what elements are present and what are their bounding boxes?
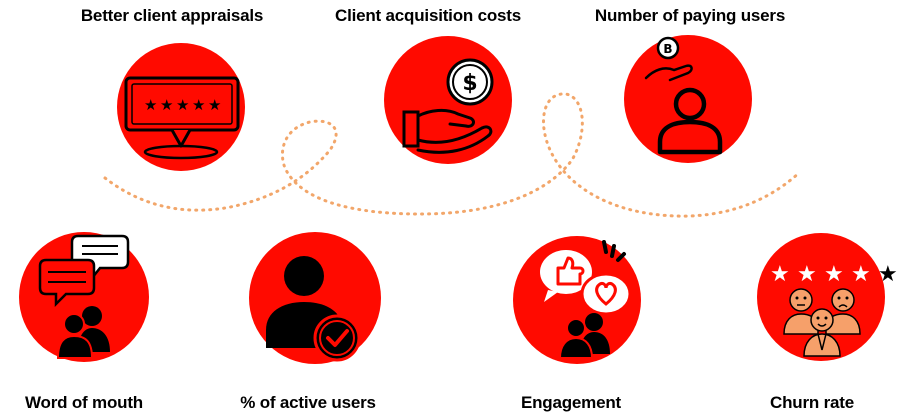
label-better-client-appraisals: Better client appraisals [80,6,264,25]
svg-text:★: ★ [797,262,817,287]
svg-text:★: ★ [851,262,871,287]
svg-text:★: ★ [878,262,898,287]
label-word-of-mouth: Word of mouth [25,393,143,412]
svg-text:★: ★ [208,96,221,114]
svg-text:★: ★ [176,96,189,114]
svg-text:$: $ [462,71,477,96]
svg-text:★: ★ [144,96,157,114]
label-churn-rate: Churn rate [770,393,854,412]
svg-text:★: ★ [160,96,173,114]
svg-text:B: B [663,42,672,56]
svg-text:★: ★ [824,262,844,287]
svg-text:★: ★ [770,262,790,287]
svg-text:★: ★ [192,96,205,114]
label-client-acquisition-costs: Client acquisition costs [334,6,522,25]
label-active-users: % of active users [240,393,376,412]
label-engagement: Engagement [520,393,622,412]
label-number-of-paying-users: Number of paying users [594,6,786,25]
